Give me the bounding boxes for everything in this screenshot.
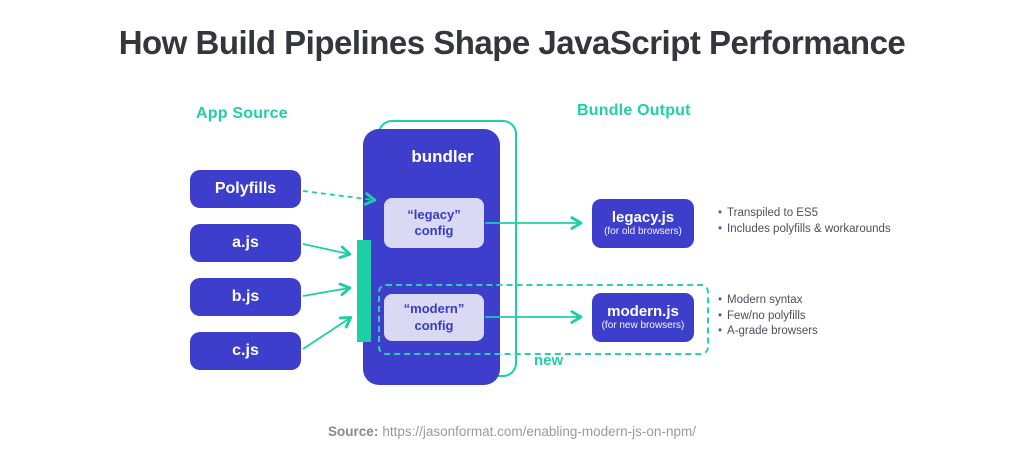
modern-js-name: modern.js xyxy=(607,302,679,320)
bullet-item: Modern syntax xyxy=(718,293,818,309)
source-url: https://jasonformat.com/enabling-modern-… xyxy=(382,424,696,439)
bullet-item: Few/no polyfills xyxy=(718,309,818,325)
source-file-label: b.js xyxy=(231,288,260,305)
legacy-js-subtitle: (for old browsers) xyxy=(604,225,682,237)
arrow-b-js-to-bundler xyxy=(302,282,352,297)
modern-config-line2: config xyxy=(414,317,454,333)
source-file-b-js: b.js xyxy=(190,278,301,316)
bullet-item: Transpiled to ES5 xyxy=(718,206,891,222)
arrow-a-js-to-bundler xyxy=(302,243,352,259)
page-title: How Build Pipelines Shape JavaScript Per… xyxy=(118,24,906,61)
legacy-js-name: legacy.js xyxy=(611,208,675,226)
merge-bar xyxy=(357,240,371,342)
legacy-config-box: “legacy” config xyxy=(384,198,484,248)
source-file-a-js: a.js xyxy=(190,224,301,262)
modern-js-output-box: modern.js (for new browsers) xyxy=(592,293,694,342)
source-file-label: a.js xyxy=(232,234,259,251)
source-attribution: Source:https://jasonformat.com/enabling-… xyxy=(0,424,1024,439)
bundler-box xyxy=(363,129,500,385)
bundle-output-heading: Bundle Output xyxy=(577,102,691,119)
new-pipeline-dashed-region xyxy=(378,284,709,355)
modern-output-bullets: Modern syntax Few/no polyfills A-grade b… xyxy=(718,293,818,340)
source-file-label: Polyfills xyxy=(214,180,277,197)
legacy-output-bullets: Transpiled to ES5 Includes polyfills & w… xyxy=(718,206,891,237)
new-label: new xyxy=(534,352,564,369)
source-file-label: c.js xyxy=(232,342,259,359)
source-label: Source: xyxy=(328,424,379,439)
bullet-item: A-grade browsers xyxy=(718,324,818,340)
legacy-config-line1: “legacy” xyxy=(407,206,461,222)
modern-config-line1: “modern” xyxy=(403,301,465,317)
legacy-config-line2: config xyxy=(414,223,454,238)
modern-config-box: “modern” config xyxy=(384,294,484,341)
bullet-item: Includes polyfills & workarounds xyxy=(718,222,891,238)
bundler-title: bundler xyxy=(411,147,474,166)
legacy-js-output-box: legacy.js (for old browsers) xyxy=(592,199,694,248)
source-file-polyfills: Polyfills xyxy=(190,170,301,208)
modern-js-subtitle: (for new browsers) xyxy=(601,319,685,331)
arrow-c-js-to-bundler xyxy=(302,316,353,350)
source-file-c-js: c.js xyxy=(190,332,301,370)
app-source-heading: App Source xyxy=(196,105,288,122)
